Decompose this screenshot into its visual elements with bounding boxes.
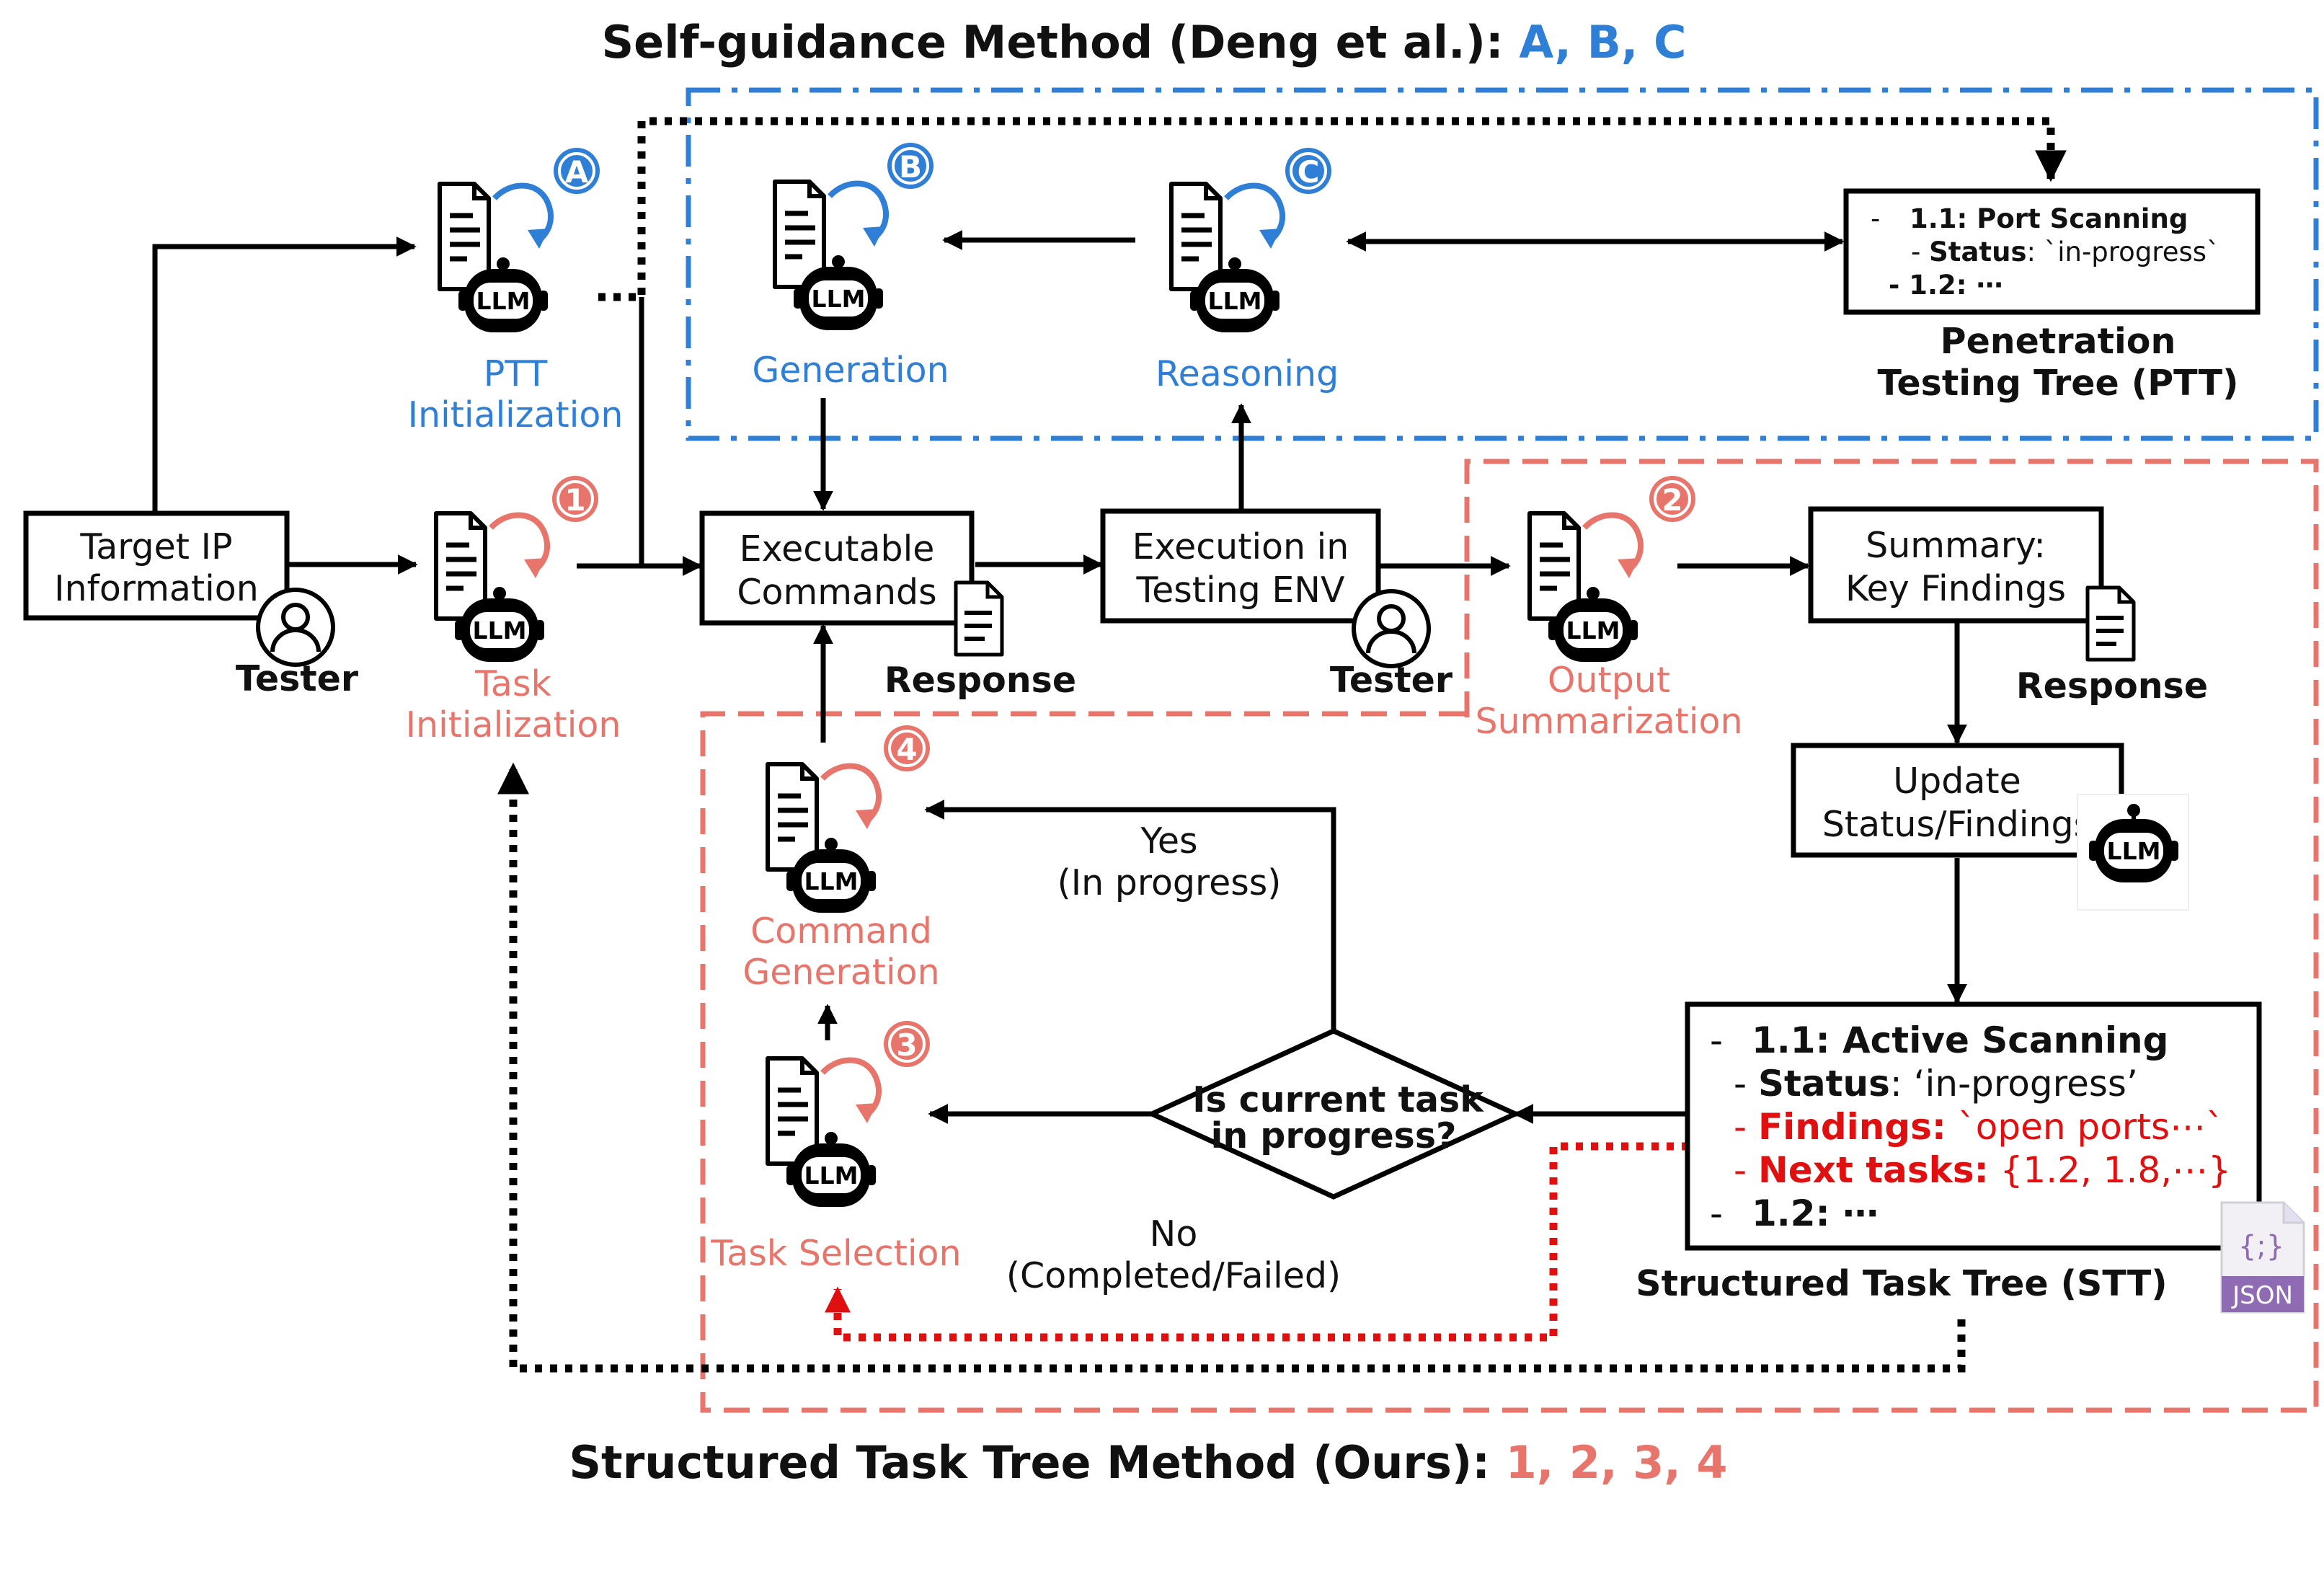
svg-text:in progress?: in progress? [1211, 1115, 1457, 1156]
output-summarization-label: Summarization [1475, 701, 1742, 742]
command-generation-llm-icon: LLM 4 [768, 725, 930, 913]
response-document-icon [2088, 588, 2134, 660]
ptt-init-dotted-link [598, 117, 2067, 301]
svg-text:Summary:: Summary: [1866, 525, 2046, 566]
svg-text:2: 2 [1662, 482, 1682, 518]
svg-text:Status/Findings: Status/Findings [1822, 804, 2092, 845]
svg-text:- Status: `in-progress`: - Status: `in-progress` [1911, 236, 2220, 267]
svg-text:LLM: LLM [1566, 616, 1620, 645]
ptt-caption: Testing Tree (PTT) [1878, 363, 2239, 404]
summary-box: Summary: Key Findings [1808, 506, 2104, 624]
svg-text:Information: Information [54, 568, 259, 609]
svg-text:-: - [1710, 1192, 1723, 1234]
json-file-icon: {;} JSON [2220, 1201, 2305, 1314]
svg-text:{;}: {;} [2238, 1230, 2284, 1263]
svg-text:- Findings: `open ports⋯`: - Findings: `open ports⋯` [1734, 1106, 2224, 1148]
svg-text:- Status: ‘in-progress’: - Status: ‘in-progress’ [1734, 1063, 2138, 1105]
task-initialization-llm-icon: LLM 1 [436, 476, 598, 662]
svg-text:Key Findings: Key Findings [1845, 568, 2066, 609]
tester-label: Tester [236, 658, 359, 699]
arrow-decision-yes [924, 800, 1336, 1031]
generation-llm-icon: LLM B [775, 143, 933, 330]
yes-label: Yes [1140, 820, 1197, 862]
self-guidance-region [686, 87, 2319, 441]
svg-text:Target IP: Target IP [79, 526, 232, 567]
self-guidance-title: Self-guidance Method (Deng et al.): A, B… [602, 16, 1687, 68]
update-llm-robot-icon: LLM [2077, 794, 2189, 911]
svg-text:-: - [1710, 1019, 1723, 1061]
response-label: Response [884, 660, 1076, 701]
target-ip-box: Target IP Information [23, 510, 290, 621]
stt-region-top [700, 459, 2319, 1413]
task-selection-label: Task Selection [710, 1233, 961, 1274]
svg-text:LLM: LLM [1208, 287, 1262, 315]
response-document-icon [956, 583, 1002, 655]
ptt-initialization-llm-icon: LLM A [440, 148, 600, 332]
task-initialization-label: Task [474, 663, 551, 704]
svg-text:LLM: LLM [473, 616, 527, 645]
svg-text:Commands: Commands [737, 572, 936, 613]
output-summarization-label: Output [1548, 660, 1670, 701]
stt-tree-box: - 1.1: Active Scanning - Status: ‘in-pro… [1685, 1001, 2262, 1251]
reasoning-label: Reasoning [1156, 353, 1339, 394]
ptt-tree-box: - 1.1: Port Scanning - Status: `in-progr… [1843, 188, 2261, 315]
svg-text:3: 3 [896, 1027, 917, 1063]
svg-text:-: - [1871, 203, 1880, 234]
decision-diamond: Is current task in progress? [1145, 1028, 1522, 1200]
svg-text:1.1: Port Scanning: 1.1: Port Scanning [1910, 203, 2188, 234]
stt-method-title: Structured Task Tree Method (Ours): 1, 2… [569, 1436, 1727, 1489]
tester-icon [1354, 591, 1429, 666]
svg-text:4: 4 [896, 732, 917, 767]
svg-text:B: B [899, 149, 922, 185]
command-generation-label: Command [750, 911, 932, 952]
task-initialization-label: Initialization [406, 704, 621, 745]
ptt-initialization-label: Initialization [408, 394, 624, 435]
svg-text:LLM: LLM [476, 287, 531, 315]
stt-to-task-selection-link [824, 1142, 1719, 1342]
no-label: (Completed/Failed) [1006, 1255, 1341, 1296]
svg-text:1.1: Active Scanning: 1.1: Active Scanning [1752, 1019, 2168, 1061]
svg-text:- Next tasks: {1.2, 1.8,⋯}: - Next tasks: {1.2, 1.8,⋯} [1734, 1149, 2231, 1191]
svg-text:Is current task: Is current task [1192, 1079, 1484, 1120]
stt-caption: Structured Task Tree (STT) [1636, 1263, 2167, 1304]
response-label: Response [2016, 665, 2208, 707]
svg-text:LLM: LLM [804, 867, 859, 895]
update-box: Update Status/Findings [1791, 743, 2124, 858]
execution-env-box: Execution in Testing ENV [1100, 508, 1381, 624]
yes-label: (In progress) [1057, 862, 1282, 903]
ptt-caption: Penetration [1941, 321, 2176, 362]
svg-text:C: C [1298, 154, 1320, 190]
command-generation-label: Generation [742, 952, 939, 993]
svg-text:LLM: LLM [2107, 837, 2161, 865]
svg-text:- 1.2: ⋯: - 1.2: ⋯ [1889, 270, 2003, 301]
arrow-target-to-ptt [152, 236, 417, 513]
tester-label: Tester [1330, 660, 1453, 701]
svg-text:Execution in: Execution in [1132, 526, 1349, 567]
svg-text:LLM: LLM [804, 1161, 859, 1190]
svg-text:Update: Update [1893, 761, 2021, 802]
output-summarization-llm-icon: LLM 2 [1530, 476, 1695, 662]
svg-text:LLM: LLM [812, 285, 866, 313]
svg-text:JSON: JSON [2231, 1281, 2293, 1310]
task-selection-llm-icon: LLM 3 [768, 1021, 930, 1207]
svg-text:A: A [565, 154, 589, 190]
svg-text:Testing ENV: Testing ENV [1136, 570, 1345, 611]
svg-text:1.2: ⋯: 1.2: ⋯ [1752, 1192, 1879, 1234]
ptt-initialization-label: PTT [484, 353, 549, 394]
generation-label: Generation [752, 350, 949, 391]
tester-icon [258, 590, 333, 665]
stt-feedback-dotted-link [497, 762, 1966, 1373]
reasoning-llm-icon: LLM C [1171, 148, 1331, 332]
no-label: No [1150, 1213, 1198, 1254]
svg-text:1: 1 [564, 482, 585, 518]
svg-text:Executable: Executable [740, 528, 935, 570]
executable-commands-box: Executable Commands [699, 510, 975, 626]
